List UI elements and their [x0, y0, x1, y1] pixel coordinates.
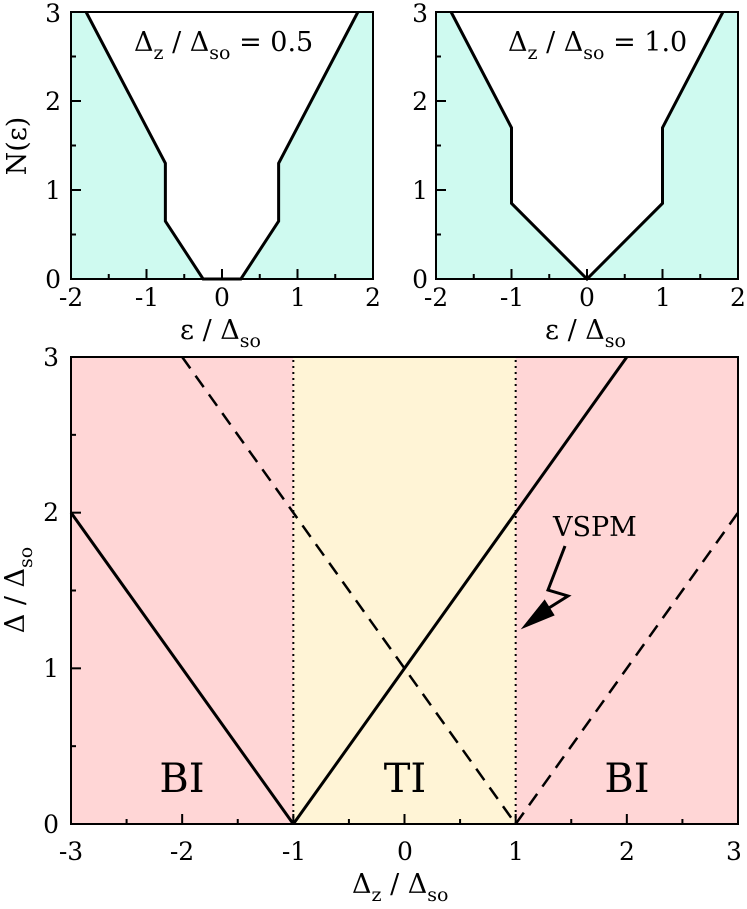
x-tick-label: 0	[214, 283, 230, 312]
x-tick-label: -1	[135, 283, 159, 312]
y-tick-label: 0	[412, 265, 428, 294]
phase-label-ti: TI	[384, 756, 426, 802]
y-tick-label: 0	[45, 265, 61, 294]
x-tick-label: -2	[170, 837, 194, 866]
y-axis-label: N(ε)	[2, 117, 33, 176]
dos-fill-region	[436, 12, 738, 279]
y-tick-label: 1	[412, 176, 428, 205]
vspm-arrow	[545, 545, 572, 611]
bi-region-left	[71, 357, 294, 824]
y-tick-label: 2	[412, 87, 428, 116]
x-tick-label: 1	[290, 283, 306, 312]
x-tick-label: -1	[282, 837, 306, 866]
x-axis-label: Δz / Δso	[352, 869, 448, 906]
dos-panel-right: -2 -1 0 1 2 0 1 2 3 Δz / Δso = 1.0 ε / Δ…	[412, 0, 746, 352]
vspm-arrowhead	[520, 599, 555, 630]
y-tick-label: 1	[45, 176, 61, 205]
x-axis-label: ε / Δso	[180, 315, 261, 352]
dos-panel-left: -2 -1 0 1 2 0 1 2 3 Δz / Δso = 0.5 ε / Δ…	[2, 0, 381, 352]
x-axis-label: ε / Δso	[545, 315, 626, 352]
gap-line-solid	[292, 356, 629, 825]
x-tick-label: 1	[655, 283, 671, 312]
y-tick-label: 0	[43, 810, 59, 839]
y-axis-label: Δ / Δso	[0, 547, 37, 633]
x-tick-label: 0	[397, 837, 413, 866]
vspm-label: VSPM	[552, 512, 637, 543]
gap-line-dashed	[181, 356, 517, 825]
x-tick-label: 1	[508, 837, 524, 866]
x-tick-label: -2	[59, 283, 83, 312]
y-tick-label: 2	[43, 498, 59, 527]
y-tick-label: 2	[45, 87, 61, 116]
dos-fill-region	[71, 12, 373, 279]
axis-ticks	[70, 356, 739, 825]
x-tick-label: 2	[619, 837, 635, 866]
phase-label-bi: BI	[159, 756, 204, 802]
x-tick-label: 2	[730, 283, 746, 312]
gap-line-dashed	[514, 511, 740, 825]
y-tick-label: 3	[412, 0, 428, 28]
phase-diagram-panel: BI TI BI VSPM -3 -2 -1 0 1 2 3 0 1 2 3 Δ…	[0, 343, 742, 906]
x-tick-label: 3	[726, 837, 742, 866]
gap-line-solid	[69, 511, 295, 825]
axis-ticks	[435, 11, 739, 280]
x-tick-label: -2	[424, 283, 448, 312]
y-tick-label: 3	[45, 0, 61, 28]
x-tick-label: 0	[579, 283, 595, 312]
y-tick-label: 1	[43, 654, 59, 683]
y-tick-label: 3	[43, 343, 59, 372]
axis-ticks	[70, 11, 374, 280]
panel-annotation: Δz / Δso = 1.0	[508, 27, 687, 64]
x-tick-label: -1	[500, 283, 524, 312]
x-tick-label: -3	[59, 837, 83, 866]
ti-region	[293, 357, 516, 824]
x-tick-label: 2	[365, 283, 381, 312]
phase-label-bi: BI	[604, 756, 649, 802]
panel-annotation: Δz / Δso = 0.5	[134, 27, 313, 64]
